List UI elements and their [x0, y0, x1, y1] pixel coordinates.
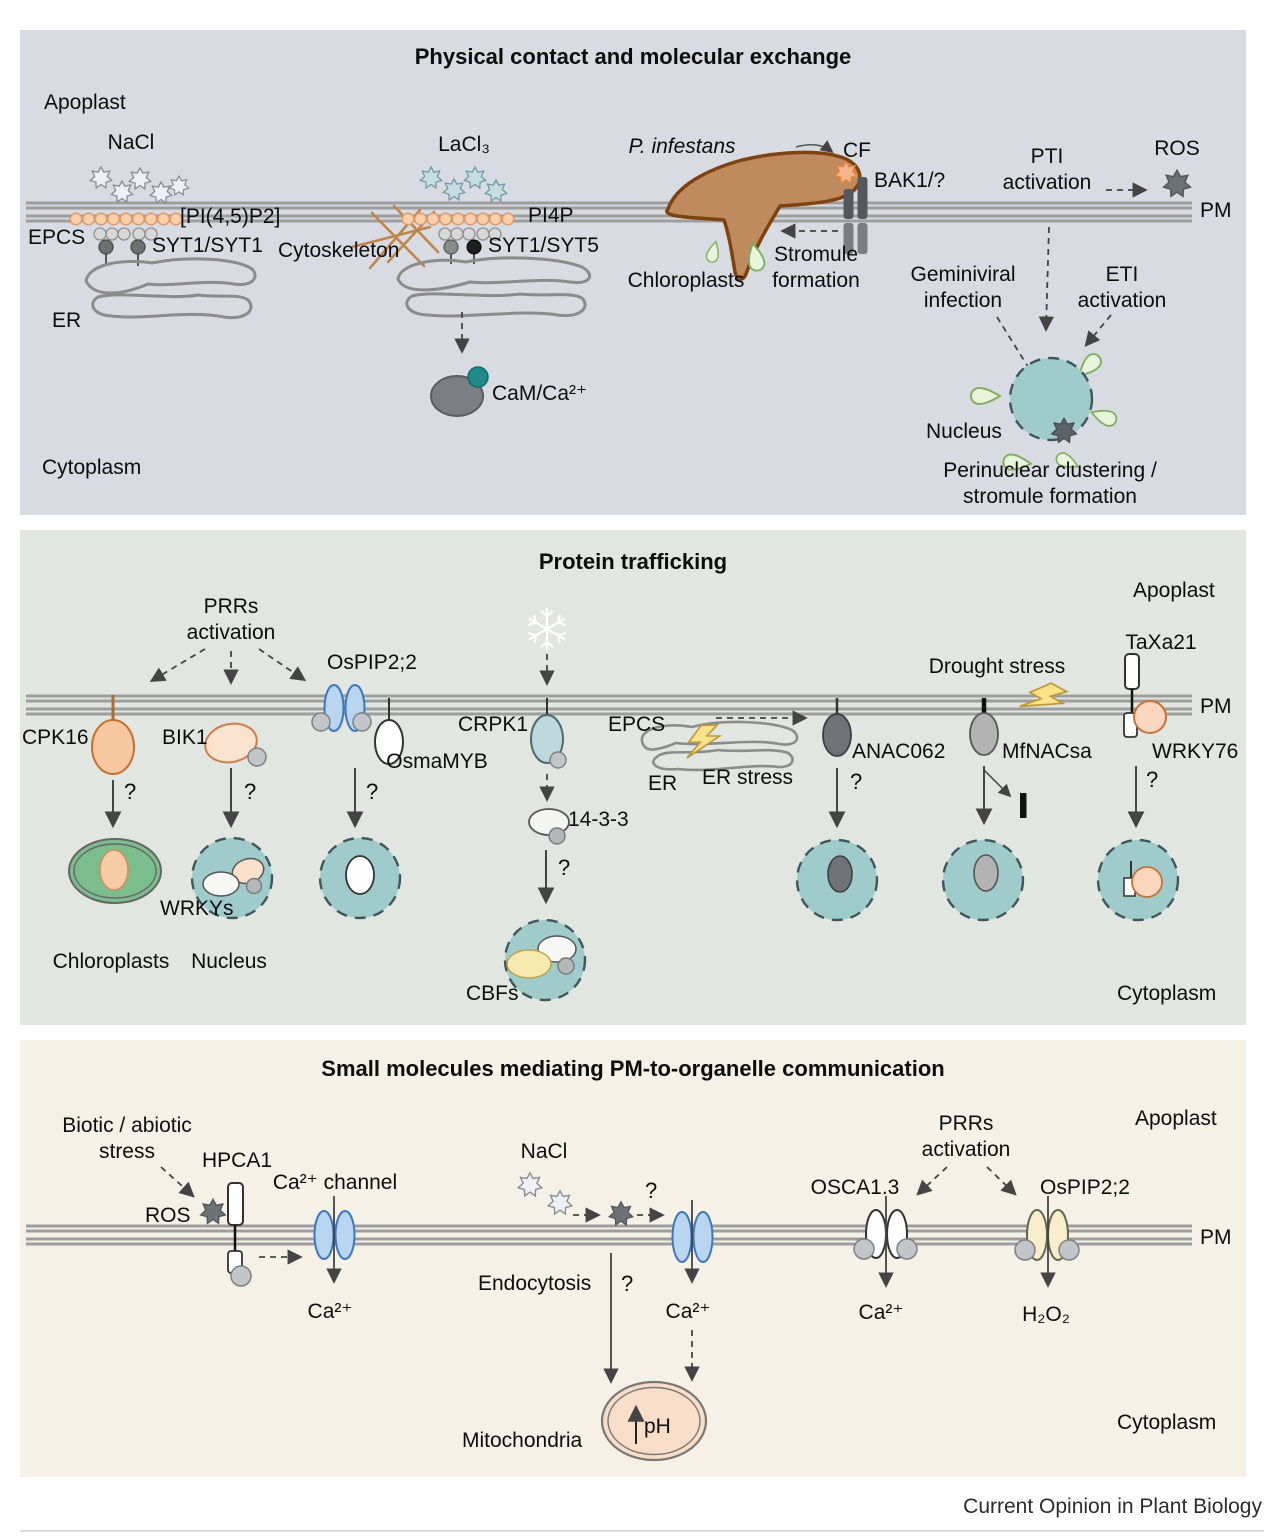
question-ospip22: ? — [366, 779, 379, 804]
ros-label-3: ROS — [145, 1204, 191, 1227]
apoplast-label-1: Apoplast — [44, 91, 126, 114]
anac062-label: ANAC062 — [852, 740, 946, 763]
question-bik1: ? — [244, 779, 257, 804]
h2o2-label: H₂O₂ — [1022, 1303, 1070, 1326]
cytoskeleton-label: Cytoskeleton — [278, 239, 400, 262]
wrky76-label: WRKY76 — [1152, 740, 1239, 763]
er-label-1: ER — [52, 309, 82, 332]
question-cpk16: ? — [124, 779, 137, 804]
pm-label-3: PM — [1200, 1226, 1232, 1249]
prrs-activation-label-3: PRRs activation — [921, 1112, 1011, 1161]
panel3-title: Small molecules mediating PM-to-organell… — [321, 1056, 945, 1081]
ca-label-1: Ca²⁺ — [307, 1300, 353, 1323]
osca13-label: OSCA1.3 — [810, 1176, 900, 1199]
chloroplasts-label-1: Chloroplasts — [627, 269, 745, 292]
hpca1-label: HPCA1 — [201, 1149, 273, 1172]
mitochondria-label: Mitochondria — [462, 1429, 583, 1452]
panel-protein-trafficking — [20, 530, 1246, 1025]
cbfs-label: CBFs — [466, 982, 519, 1005]
question-endocytosis: ? — [621, 1271, 634, 1296]
biotic-abiotic-label: Biotic / abiotic stress — [62, 1114, 192, 1163]
syt1-syt1-label: SYT1/SYT1 — [152, 234, 263, 257]
pip45p2-label: [PI(4,5)P2] — [180, 205, 281, 228]
question-nacl-ros: ? — [645, 1178, 658, 1203]
bak1-label: BAK1/? — [874, 169, 946, 192]
taxa21-label: TaXa21 — [1125, 631, 1197, 654]
panel2-title: Protein trafficking — [538, 549, 728, 574]
question-1433: ? — [558, 855, 571, 880]
cytoplasm-label-2: Cytoplasm — [1117, 982, 1217, 1005]
pi4p-label: PI4P — [528, 204, 574, 227]
ca-label-2: Ca²⁺ — [665, 1300, 711, 1323]
pm-label-2: PM — [1200, 695, 1232, 718]
bik1-label: BIK1 — [162, 726, 208, 749]
pti-activation-label: PTI activation — [1002, 145, 1092, 194]
ros-label-1: ROS — [1154, 137, 1200, 160]
stromule-formation-label: Stromule formation — [772, 243, 860, 292]
ospip22-label-bottom: OsPIP2;2 — [1040, 1176, 1130, 1199]
perinuclear-label: Perinuclear clustering / stromule format… — [943, 459, 1157, 508]
osmamyb-label: OsmaMYB — [386, 750, 488, 773]
pm-label-1: PM — [1200, 199, 1232, 222]
nucleus-label-2: Nucleus — [191, 950, 267, 973]
lacl3-label: LaCl₃ — [438, 133, 490, 156]
geminiviral-infection-label: Geminiviral infection — [910, 263, 1016, 312]
prrs-activation-label-2: PRRs activation — [186, 595, 276, 644]
nacl-label-1: NaCl — [107, 131, 155, 154]
endocytosis-label: Endocytosis — [478, 1272, 592, 1295]
question-anac062: ? — [850, 769, 863, 794]
journal-credit: Current Opinion in Plant Biology — [963, 1495, 1262, 1518]
ca-channel-label: Ca²⁺ channel — [272, 1171, 398, 1194]
bottom-divider — [20, 1530, 1264, 1532]
nucleus-label-1: Nucleus — [926, 420, 1002, 443]
fourteen33-label: 14-3-3 — [568, 808, 629, 831]
nacl-label-3: NaCl — [520, 1140, 568, 1163]
er-stress-label: ER stress — [702, 766, 794, 789]
panel1-title: Physical contact and molecular exchange — [414, 44, 852, 69]
er-label-2: ER — [648, 772, 678, 795]
p-infestans-label: P. infestans — [628, 135, 736, 158]
cam-ca-label: CaM/Ca²⁺ — [492, 382, 588, 405]
cytoplasm-label-1: Cytoplasm — [42, 456, 142, 479]
ca-label-3: Ca²⁺ — [858, 1301, 904, 1324]
drought-stress-label: Drought stress — [928, 655, 1066, 678]
apoplast-label-2: Apoplast — [1133, 579, 1215, 602]
epcs-label-1: EPCS — [28, 226, 86, 249]
cpk16-label: CPK16 — [22, 726, 89, 749]
ospip22-label-middle: OsPIP2;2 — [327, 651, 417, 674]
cf-label: CF — [843, 139, 871, 162]
mfnacsa-label: MfNACsa — [1002, 740, 1092, 763]
panel-small-molecules — [20, 1040, 1246, 1477]
chloroplasts-label-2: Chloroplasts — [52, 950, 170, 973]
cytoplasm-label-3: Cytoplasm — [1117, 1411, 1217, 1434]
question-wrky76: ? — [1146, 767, 1159, 792]
epcs-label-2: EPCS — [608, 713, 666, 736]
syt1-syt5-label: SYT1/SYT5 — [488, 234, 599, 257]
ph-label: pH — [644, 1415, 671, 1438]
crpk1-label: CRPK1 — [458, 713, 529, 736]
wrkys-label: WRKYs — [160, 897, 234, 920]
apoplast-label-3: Apoplast — [1135, 1107, 1217, 1130]
eti-activation-label: ETI activation — [1077, 263, 1167, 312]
